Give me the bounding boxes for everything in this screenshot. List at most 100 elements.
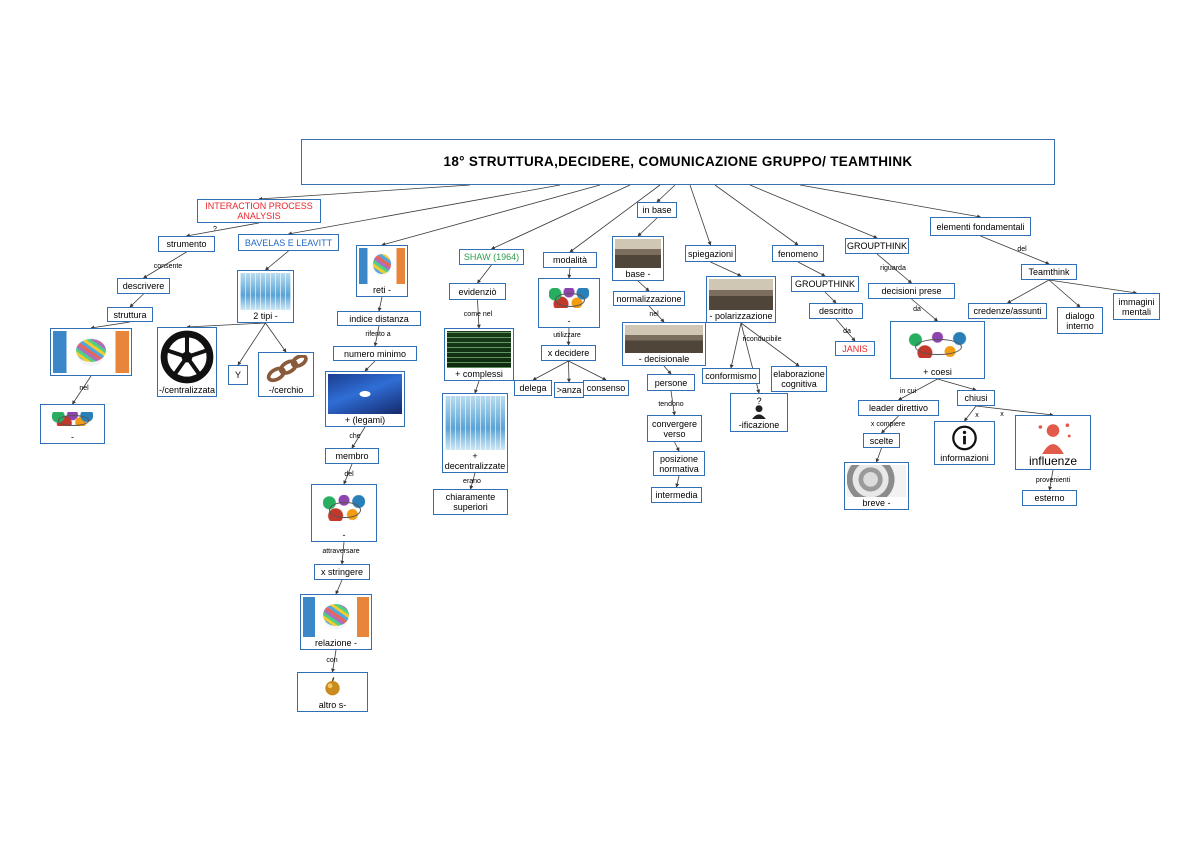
label-con: con bbox=[326, 656, 338, 664]
connector-line bbox=[568, 360, 607, 381]
connector-line bbox=[675, 475, 680, 488]
connector-line bbox=[749, 184, 878, 239]
connector-line bbox=[937, 378, 977, 392]
connector-line bbox=[490, 184, 631, 250]
image-network: - bbox=[40, 404, 105, 444]
node-convergere-verso: convergere verso bbox=[647, 415, 702, 442]
chain-icon bbox=[261, 355, 311, 384]
image-decisionale: - decisionale bbox=[622, 322, 706, 366]
node-elementi-fondamentali: elementi fondamentali bbox=[930, 217, 1031, 236]
connector-line bbox=[264, 250, 289, 271]
connector-line bbox=[674, 441, 680, 452]
map-title: 18° STRUTTURA,DECIDERE, COMUNICAZIONE GR… bbox=[301, 139, 1055, 185]
image-decentralizzate: + decentralizzate bbox=[442, 393, 508, 473]
image-breve: breve - bbox=[844, 462, 909, 510]
network-people-icon bbox=[893, 324, 982, 366]
node-strumento: strumento bbox=[158, 236, 215, 252]
node-descritto: descritto bbox=[809, 303, 863, 319]
node-groupthink-1: GROUPTHINK bbox=[845, 238, 909, 254]
caption-relazione: relazione - bbox=[314, 638, 358, 648]
person-question-icon: ? bbox=[733, 396, 785, 419]
connector-line bbox=[258, 184, 471, 201]
image-relazione: relazione - bbox=[300, 594, 372, 650]
node-conformismo: conformismo bbox=[702, 368, 760, 384]
caption-altro: altro s- bbox=[318, 700, 347, 710]
caption-ificazione: -ificazione bbox=[738, 420, 780, 430]
label-che: che bbox=[349, 432, 361, 440]
meeting-icon bbox=[625, 325, 703, 353]
speech-bubbles-icon bbox=[303, 597, 369, 637]
connector-line bbox=[740, 322, 800, 367]
label-x: x bbox=[975, 411, 979, 419]
network-people-icon bbox=[43, 407, 102, 431]
node-immagini-mentali: immagini mentali bbox=[1113, 293, 1160, 320]
connector-line bbox=[656, 184, 676, 203]
node-modalita: modalità bbox=[543, 252, 597, 268]
connector-line bbox=[637, 217, 658, 237]
node-groupthink-2: GROUPTHINK bbox=[791, 276, 859, 292]
connector-line bbox=[975, 405, 1054, 417]
connector-line bbox=[335, 579, 343, 595]
label-erano: erano bbox=[463, 477, 481, 485]
node-y: Y bbox=[228, 365, 248, 385]
caption-dash: - bbox=[71, 432, 74, 442]
caption-dash: - bbox=[567, 316, 571, 326]
image-ificazione: ? -ificazione bbox=[730, 393, 788, 432]
connector-line bbox=[875, 447, 882, 463]
connector-line bbox=[797, 261, 826, 277]
node-consenso: consenso bbox=[583, 380, 629, 396]
label-da-2: da bbox=[913, 305, 921, 313]
node-elaborazione-cognitiva: elaborazione cognitiva bbox=[771, 366, 827, 392]
label-del: del bbox=[344, 470, 354, 478]
node-janis: JANIS bbox=[835, 341, 875, 356]
node-intermedia: intermedia bbox=[651, 487, 702, 503]
node-struttura: struttura bbox=[107, 307, 153, 322]
connector-line bbox=[689, 184, 712, 246]
woman-icon bbox=[1018, 418, 1088, 454]
network-people-icon bbox=[314, 487, 374, 529]
network-people-icon bbox=[541, 281, 597, 315]
connector-line bbox=[474, 380, 480, 394]
caption-influenze: influenze bbox=[1028, 454, 1078, 468]
caption-base: base - bbox=[625, 269, 651, 279]
knot-icon bbox=[328, 374, 402, 414]
node-decisioni-prese: decisioni prese bbox=[868, 283, 955, 299]
caption-cerchio: -/cerchio bbox=[268, 385, 304, 395]
connector-line bbox=[377, 296, 383, 312]
label-riferito: riferito a bbox=[365, 330, 391, 338]
label-attraversare: attraversare bbox=[322, 547, 360, 555]
label-x-compiere: x compiere bbox=[870, 420, 906, 428]
connector-line bbox=[663, 365, 672, 375]
image-coesi: + coesi bbox=[890, 321, 985, 379]
connector-line bbox=[1048, 279, 1081, 308]
node-descrivere: descrivere bbox=[117, 278, 170, 294]
node-leader-direttivo: leader direttivo bbox=[858, 400, 939, 416]
node-esterno: esterno bbox=[1022, 490, 1077, 506]
caption-legami: + (legami) bbox=[344, 415, 386, 425]
node-chiusi: chiusi bbox=[957, 390, 995, 406]
node-posizione-normativa: posizione normativa bbox=[653, 451, 705, 476]
node-spiegazioni: spiegazioni bbox=[685, 245, 736, 262]
node-credenze-assunti: credenze/assunti bbox=[968, 303, 1047, 319]
label-del-2: del bbox=[1017, 245, 1027, 253]
label-consente: consente bbox=[153, 262, 183, 270]
rain-icon bbox=[445, 396, 505, 450]
node-membro: membro bbox=[325, 448, 379, 464]
label-provenienti: provenienti bbox=[1035, 476, 1071, 484]
meeting-icon bbox=[709, 279, 773, 310]
node-normalizzazione: normalizzazione bbox=[613, 291, 685, 306]
connector-line bbox=[364, 360, 376, 372]
connector-line bbox=[567, 267, 572, 279]
caption-polarizzazione: - polarizzazione bbox=[709, 311, 773, 321]
image-informazioni: informazioni bbox=[934, 421, 995, 465]
caption-informazioni: informazioni bbox=[940, 453, 989, 463]
label-come-nel: come nel bbox=[463, 310, 493, 318]
connector-line bbox=[729, 322, 742, 369]
label-riconducibile: riconducibile bbox=[742, 335, 782, 343]
caption-breve: breve - bbox=[862, 498, 891, 508]
connector-line bbox=[477, 264, 492, 284]
node-scelte: scelte bbox=[863, 433, 900, 448]
node-x-decidere: x decidere bbox=[541, 345, 596, 361]
speech-bubbles-icon bbox=[359, 248, 405, 284]
connector-line bbox=[799, 184, 982, 219]
